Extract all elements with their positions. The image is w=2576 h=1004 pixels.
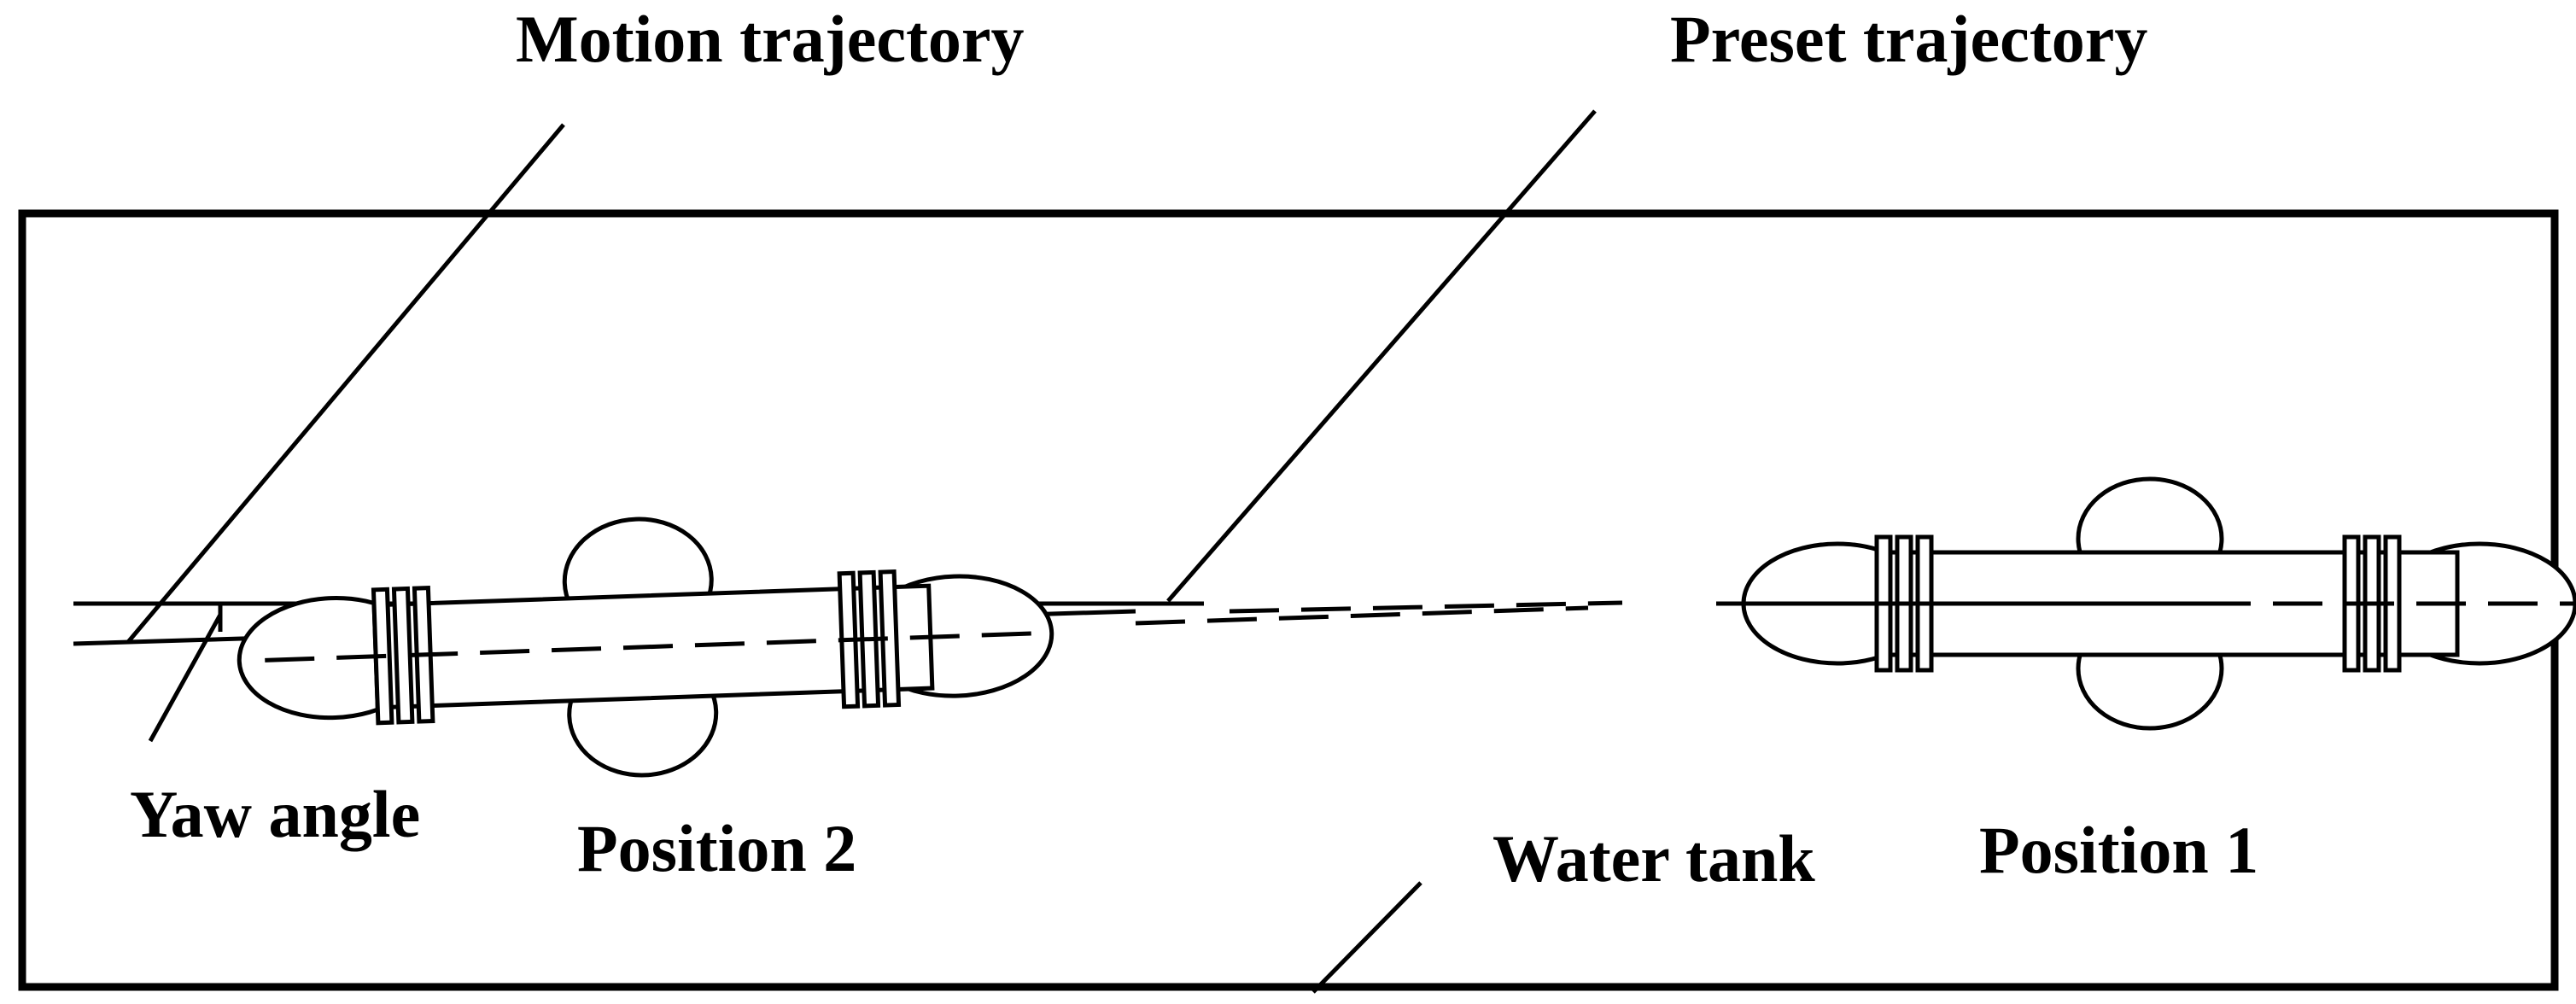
water-tank-leader	[1311, 881, 1422, 994]
motion-trajectory-label: Motion trajectory	[516, 2, 1025, 76]
preset-trajectory-leader	[1166, 109, 1597, 603]
yaw-angle-leader	[148, 613, 223, 743]
motion-trajectory-dashed-2	[1229, 600, 1623, 614]
preset-trajectory-label: Preset trajectory	[1670, 2, 2147, 76]
motion-trajectory-dashed	[1135, 605, 1589, 626]
vehicle-position-1	[1741, 476, 2576, 731]
vehicle-position-2	[237, 517, 1054, 778]
position-2-label: Position 2	[577, 811, 856, 885]
water-tank-label: Water tank	[1492, 821, 1815, 896]
motion-trajectory-leader	[126, 123, 565, 644]
yaw-angle-label: Yaw angle	[130, 777, 420, 851]
position-1-label: Position 1	[1979, 813, 2258, 887]
